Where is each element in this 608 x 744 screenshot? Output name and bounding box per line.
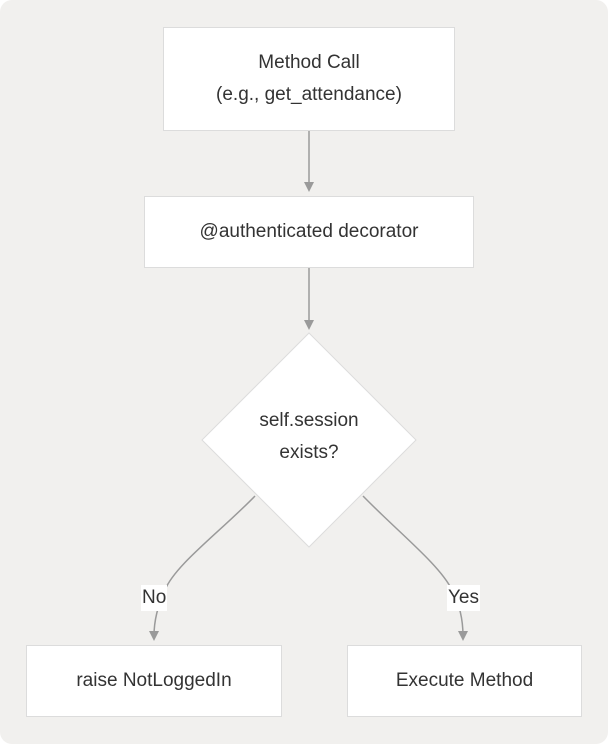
decision-line-1: self.session <box>259 410 359 431</box>
node-method-call-example: (e.g., get_attendance) <box>216 84 402 105</box>
node-method-call-title: Method Call <box>258 52 360 73</box>
node-execute-method: Execute Method <box>347 645 582 717</box>
node-raise-not-logged-in-label: raise NotLoggedIn <box>76 670 232 691</box>
node-method-call: Method Call (e.g., get_attendance) <box>163 27 455 131</box>
edge-decision-yes <box>362 495 468 641</box>
node-execute-method-label: Execute Method <box>395 670 534 691</box>
decision-diamond <box>201 332 417 548</box>
node-raise-not-logged-in: raise NotLoggedIn <box>26 645 282 717</box>
edge-decision-no <box>149 495 256 641</box>
node-authenticated-decorator-label: @authenticated decorator <box>199 221 419 242</box>
node-session-check-label: self.session exists? <box>203 405 415 469</box>
node-authenticated-decorator: @authenticated decorator <box>144 196 474 268</box>
decision-line-2: exists? <box>279 442 339 463</box>
edge-label-yes: Yes <box>447 585 480 611</box>
edge-label-no: No <box>141 585 168 611</box>
